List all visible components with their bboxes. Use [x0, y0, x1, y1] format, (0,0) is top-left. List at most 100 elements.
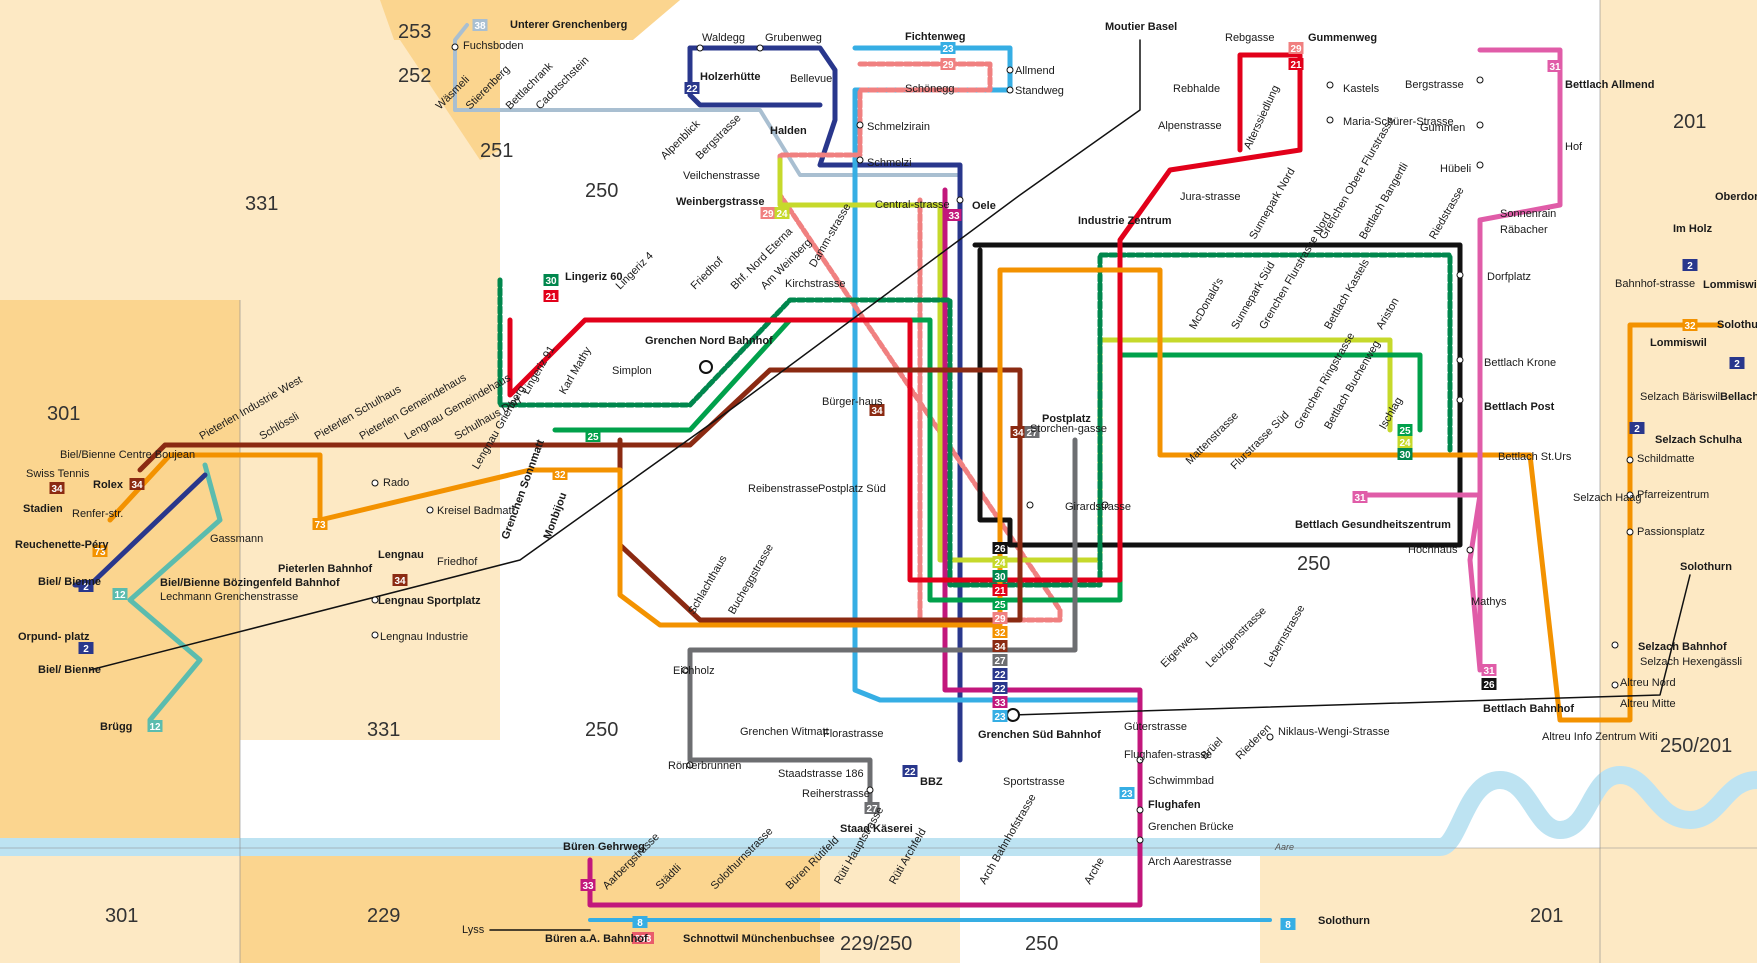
zone-label: 331 — [245, 193, 278, 215]
stop-label: Friedhof — [437, 556, 478, 568]
line-badge-box — [684, 82, 700, 94]
line-24-route — [777, 157, 1393, 563]
station-dot — [1456, 396, 1464, 404]
line-badge-number: 27 — [994, 656, 1006, 667]
stop-stadien: Stadien — [23, 503, 63, 515]
stop-label: Staadstrasse 186 — [778, 768, 864, 780]
line-badge-number: 27 — [866, 804, 878, 815]
stop-label: Rebgasse — [1225, 32, 1275, 44]
stop-label: Alpenstrasse — [1158, 120, 1222, 132]
line-badge-number: 34 — [994, 642, 1006, 653]
line-solothurn — [1009, 574, 1691, 716]
line-badge-box — [1288, 42, 1304, 54]
line-badge-box — [543, 290, 559, 302]
stop-label: Altreu Mitte — [1620, 698, 1676, 710]
line-33-route — [587, 187, 1143, 908]
stop-label: Dorfplatz — [1487, 271, 1531, 283]
route-lines — [72, 23, 1723, 931]
line-badge-box — [543, 274, 559, 286]
station-dot — [1136, 836, 1144, 844]
line-badge-box — [774, 207, 790, 219]
line-badge-number: 34 — [1012, 428, 1024, 439]
stop-halden: Halden — [770, 125, 807, 137]
river-label: Aare — [1274, 842, 1294, 852]
station-dot — [1006, 66, 1014, 74]
line-badge-12: 12 — [147, 720, 163, 733]
stop-label: Veilchenstrasse — [683, 170, 760, 182]
stop-label: Reibenstrasse — [748, 483, 818, 495]
line-badge-number: 23 — [1121, 789, 1133, 800]
stop-label: Lyss — [462, 924, 485, 936]
stop-label: Gummen — [1420, 122, 1465, 134]
stop-schnottwil: Schnottwil Münchenbuchsee — [683, 933, 835, 945]
line-badge-number: 32 — [554, 470, 566, 481]
line-12-route — [127, 462, 223, 723]
stop-label: Güterstrasse — [1124, 721, 1187, 733]
line-badge-number: 31 — [1549, 62, 1561, 73]
line-badge-2: 2 — [78, 642, 94, 655]
line-badge-number: 31 — [1354, 493, 1366, 504]
station-dot — [756, 44, 764, 52]
stop-selzach-bahnhof: Selzach Bahnhof — [1638, 641, 1727, 653]
stop-rolex: Rolex — [93, 479, 124, 491]
line-badge-box — [1547, 60, 1563, 72]
station-dot — [451, 43, 459, 51]
line-30-route — [497, 252, 1453, 588]
line-badge-number: 73 — [94, 547, 106, 558]
stop-label: Storchen-gasse — [1030, 423, 1107, 435]
zone-label: 331 — [367, 719, 400, 741]
line-badge-23: 23 — [992, 710, 1008, 723]
line-badge-box — [1352, 491, 1368, 503]
stop-staad-kaeserei: Staad Käserei — [840, 823, 913, 835]
station-dot — [696, 44, 704, 52]
zone-label: 253 — [398, 21, 431, 43]
line-badge-number: 21 — [994, 586, 1006, 597]
line-badge-box — [1397, 436, 1413, 448]
line-badge-25: 25 — [585, 430, 601, 443]
line-badge-30: 30 — [992, 570, 1008, 583]
stop-grenchen-nord: Grenchen Nord Bahnhof — [645, 335, 773, 347]
line-badge-21: 21 — [992, 584, 1008, 597]
line-badge-73: 73 — [312, 518, 328, 531]
line-badge-number: 33 — [994, 698, 1006, 709]
zone-label: 201 — [1530, 905, 1563, 927]
line-badge-27: 27 — [992, 654, 1008, 667]
line-badge-number: 25 — [1399, 426, 1411, 437]
stop-label: Grenchen Witmatt — [740, 726, 829, 738]
stop-lengnau-sportplatz: Lengnau Sportplatz — [378, 595, 481, 607]
zone-label: 250 — [585, 719, 618, 741]
line-badge-34: 34 — [49, 482, 65, 495]
stop-label: Sportstrasse — [1003, 776, 1065, 788]
line-badge-box — [49, 482, 65, 494]
line-badge-box — [147, 720, 163, 732]
stop-reuchenette: Reuchenette-Péry — [15, 539, 109, 551]
stop-label: Bürger-haus — [822, 396, 883, 408]
line-badge-2: 2 — [78, 580, 94, 593]
station-dot — [856, 156, 864, 164]
stop-flughafen: Flughafen — [1148, 799, 1201, 811]
station-dot — [1456, 356, 1464, 364]
line-badge-number: 8 — [1285, 920, 1291, 931]
stop-label: Swiss Tennis — [26, 468, 90, 480]
line-badge-21: 21 — [543, 290, 559, 303]
line-badge-24: 24 — [992, 556, 1008, 569]
line-badge-number: 34 — [131, 480, 143, 491]
line-badge-31: 31 — [1352, 491, 1368, 504]
line-badge-30: 30 — [1397, 448, 1413, 461]
line-badge-box — [992, 696, 1008, 708]
station-dot — [1626, 456, 1634, 464]
station-dot — [686, 761, 694, 769]
stop-label: Altreu Nord — [1620, 677, 1676, 689]
line-badge-box — [940, 58, 956, 70]
line-badge-box — [869, 404, 885, 416]
line-badge-box — [1729, 357, 1745, 369]
line-badge-33: 33 — [992, 696, 1008, 709]
line-badge-box — [78, 580, 94, 592]
line-badge-27: 27 — [864, 802, 880, 815]
line-badge-box — [552, 468, 568, 480]
line-badge-box — [940, 42, 956, 54]
line-badge-number: 25 — [994, 600, 1006, 611]
stop-label: Standweg — [1015, 85, 1064, 97]
stop-orpund: Orpund- platz — [18, 631, 90, 643]
stop-bettlach-post: Bettlach Post — [1484, 401, 1555, 413]
